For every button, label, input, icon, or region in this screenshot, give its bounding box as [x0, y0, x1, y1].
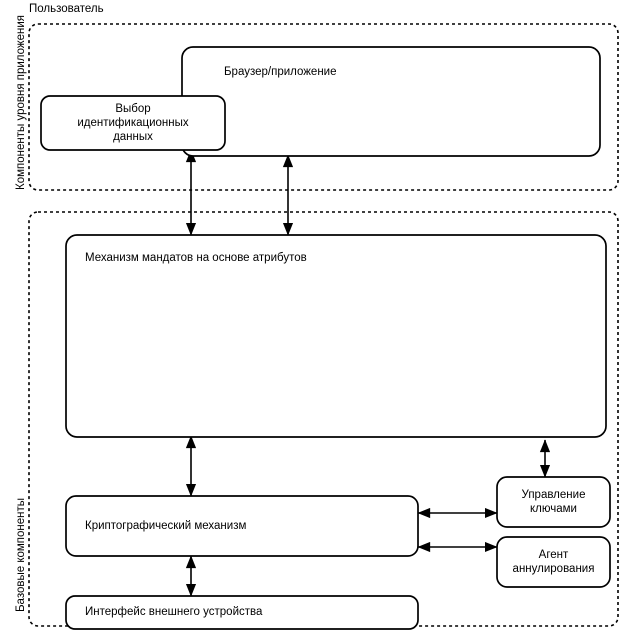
- side-label-base-components: Базовые компоненты: [15, 497, 27, 612]
- node-cryptographic-mechanism-label: Криптографический механизм: [85, 520, 247, 532]
- node-revocation-agent[interactable]: [496, 536, 611, 588]
- diagram-top-label-user: Пользователь: [29, 3, 104, 15]
- node-browser-application[interactable]: [181, 46, 601, 157]
- node-key-management[interactable]: [496, 476, 611, 528]
- node-external-device-interface[interactable]: [65, 595, 419, 630]
- node-external-device-interface-label: Интерфейс внешнего устройства: [85, 606, 263, 618]
- node-credential-selection[interactable]: [40, 95, 226, 151]
- node-browser-application-label: Браузер/приложение: [224, 66, 337, 78]
- node-credential-selection-label: Выбор идентификационных данных: [77, 103, 189, 143]
- node-key-management-label: Управление ключами: [521, 489, 586, 515]
- side-label-application-layer: Компоненты уровня приложения: [15, 15, 27, 190]
- node-attribute-credential-mechanism[interactable]: [65, 234, 607, 438]
- node-cryptographic-mechanism[interactable]: [65, 495, 419, 557]
- node-attribute-credential-mechanism-label: Механизм мандатов на основе атрибутов: [85, 252, 307, 264]
- application-layer-group-border: [28, 23, 619, 191]
- node-revocation-agent-label: Агент аннулирования: [512, 549, 595, 575]
